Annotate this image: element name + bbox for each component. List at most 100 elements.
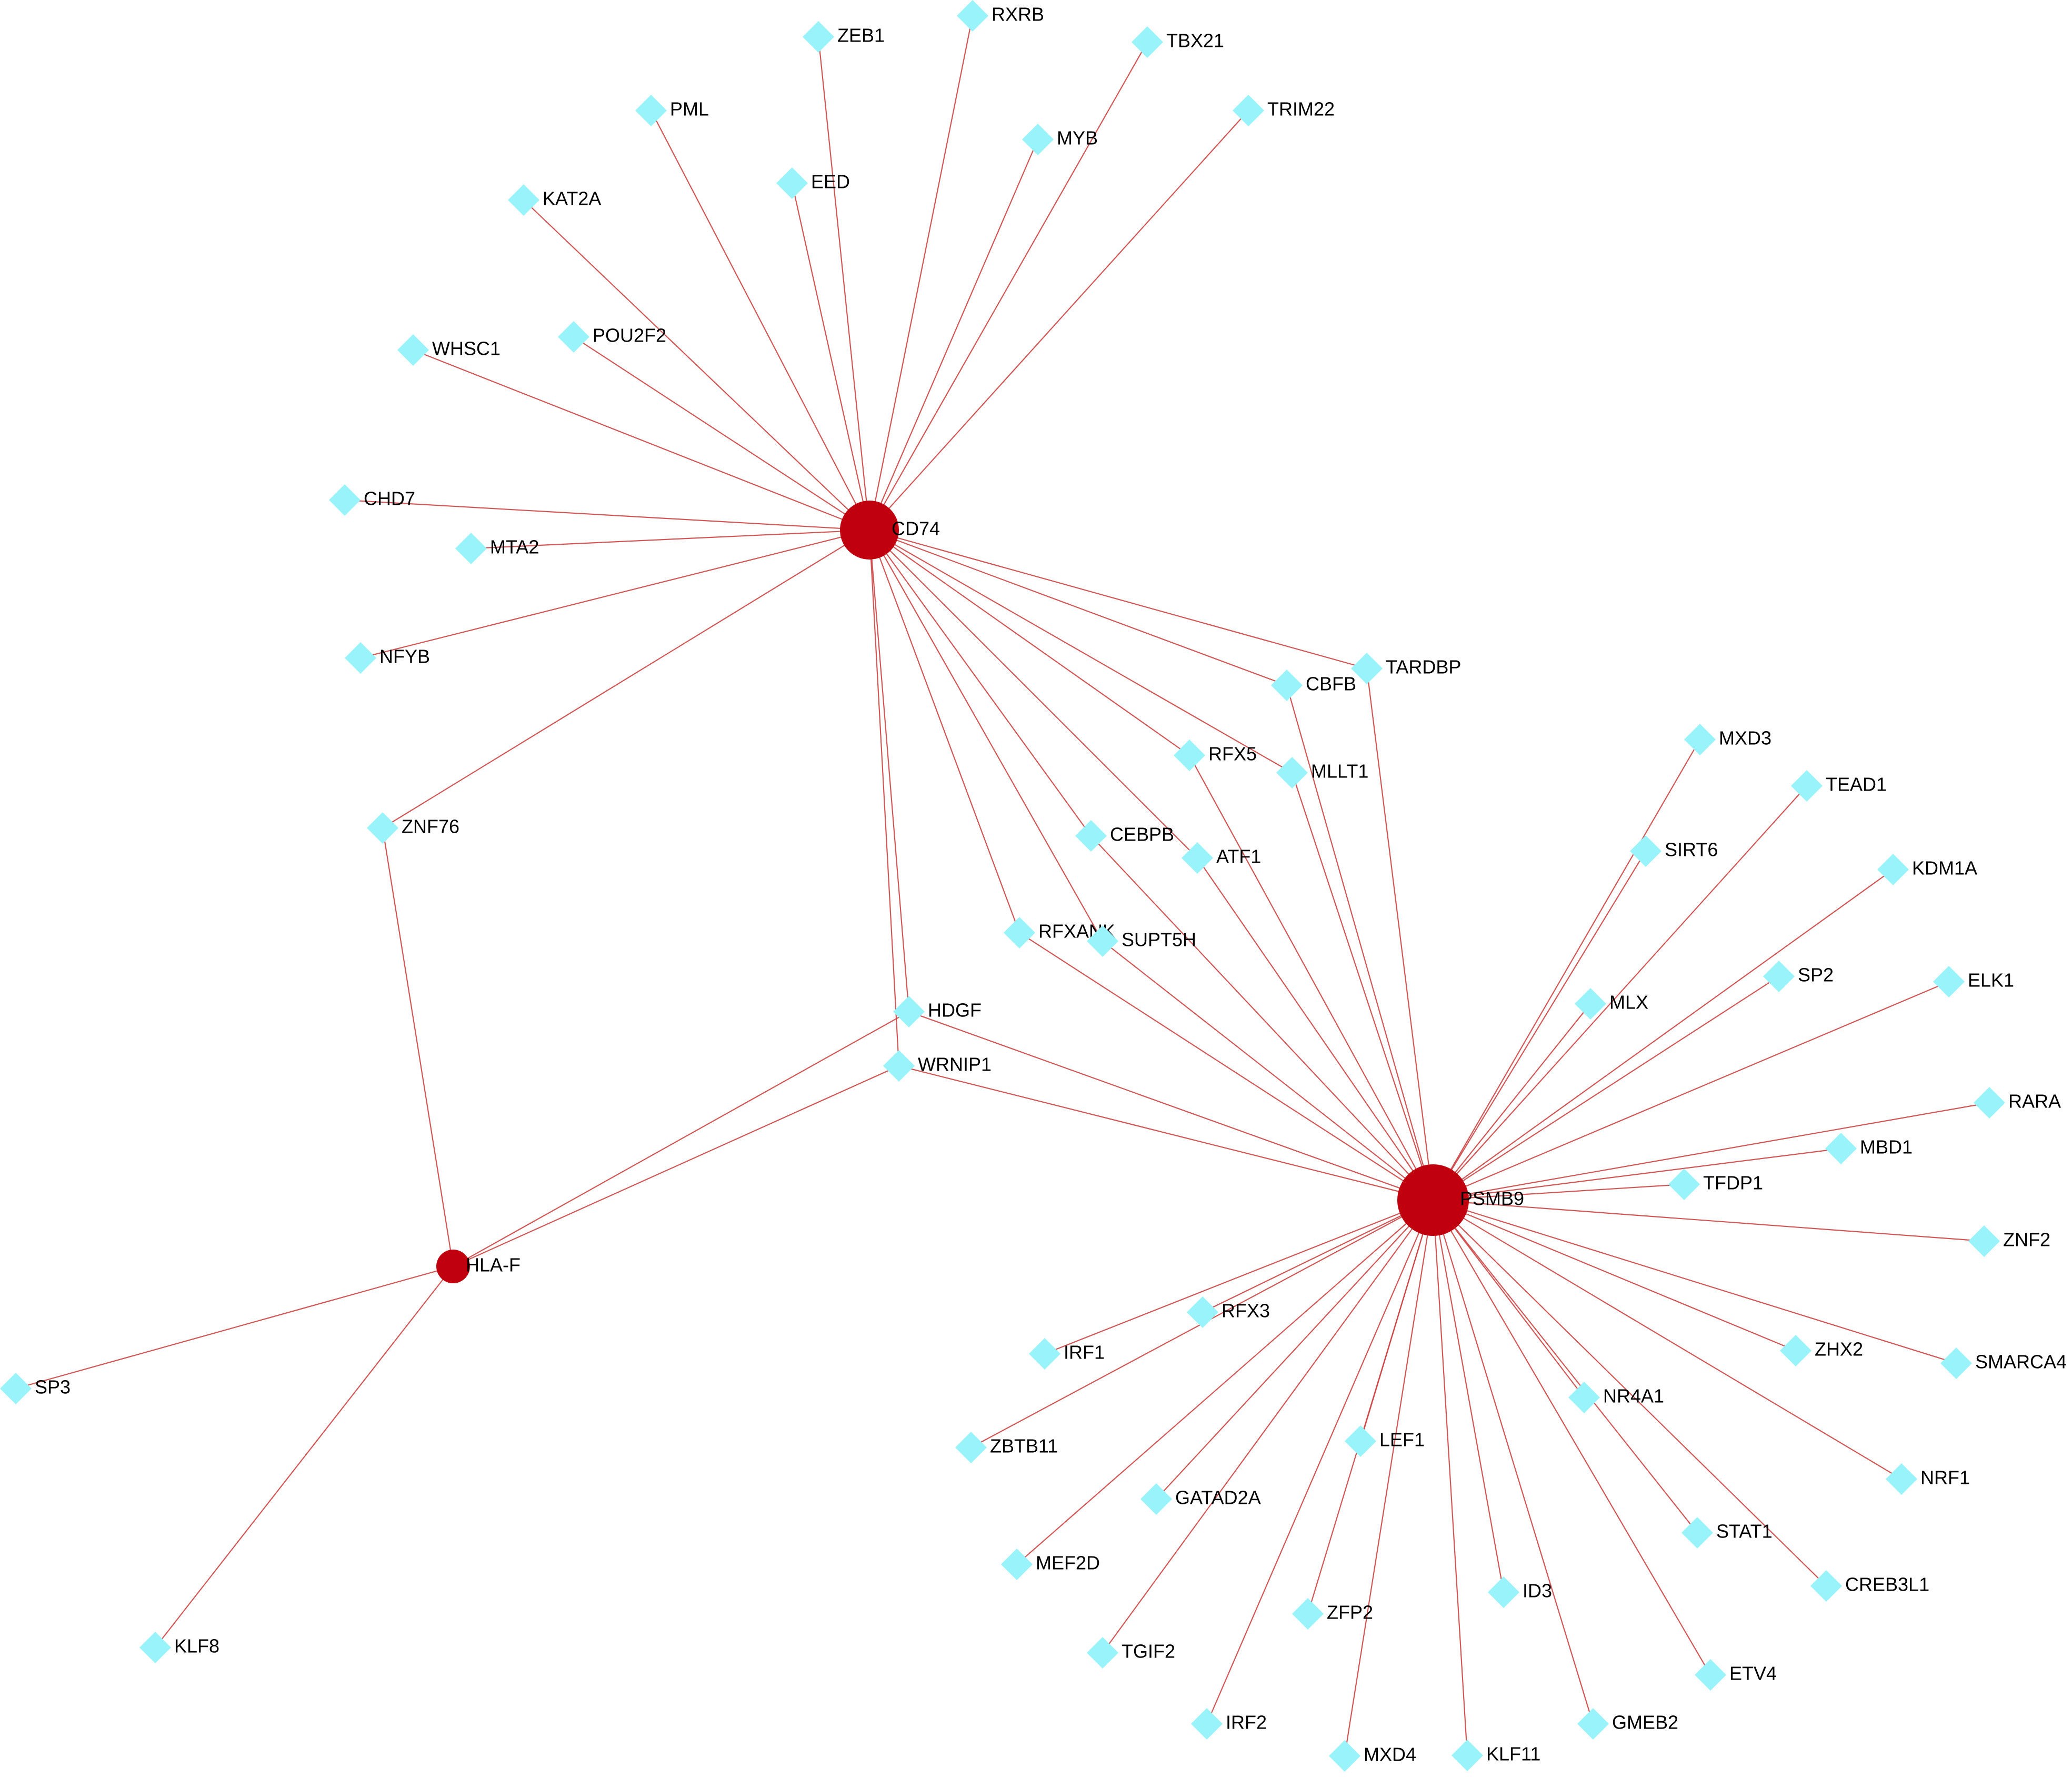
node-lef1[interactable]: LEF1 [1345,1425,1425,1457]
node-tfdp1[interactable]: TFDP1 [1668,1169,1763,1200]
node-nrf1[interactable]: NRF1 [1886,1463,1970,1495]
tf-node-diamond[interactable] [1488,1576,1519,1608]
tf-node-diamond[interactable] [1684,724,1716,755]
node-rara[interactable]: RARA [1974,1087,2061,1119]
tf-node-diamond[interactable] [1940,1347,1972,1379]
node-pou2f2[interactable]: POU2F2 [558,321,666,353]
node-kdm1a[interactable]: KDM1A [1877,854,1977,885]
tf-node-diamond[interactable] [1974,1087,2005,1119]
tf-node-diamond[interactable] [508,184,539,216]
node-cbfb[interactable]: CBFB [1271,670,1356,701]
tf-node-diamond[interactable] [1191,1708,1223,1740]
node-chd7[interactable]: CHD7 [329,484,415,516]
tf-node-diamond[interactable] [1695,1659,1726,1691]
node-wrnip1[interactable]: WRNIP1 [883,1050,992,1082]
tf-node-diamond[interactable] [1182,842,1213,874]
node-trim22[interactable]: TRIM22 [1233,95,1335,126]
tf-node-diamond[interactable] [1877,854,1909,885]
node-mef2d[interactable]: MEF2D [1001,1549,1100,1580]
tf-node-diamond[interactable] [1140,1483,1172,1515]
hub-node-circle[interactable] [436,1250,470,1283]
tf-node-diamond[interactable] [1271,670,1303,701]
node-klf11[interactable]: KLF11 [1452,1740,1540,1771]
tf-node-diamond[interactable] [1029,1338,1060,1370]
tf-node-diamond[interactable] [1968,1225,2000,1257]
node-eed[interactable]: EED [776,167,850,199]
node-rxrb[interactable]: RXRB [957,0,1044,32]
tf-node-diamond[interactable] [1087,1637,1118,1669]
node-nr4a1[interactable]: NR4A1 [1568,1382,1664,1413]
node-whsc1[interactable]: WHSC1 [397,334,501,366]
tf-node-diamond[interactable] [893,996,925,1027]
node-mllt1[interactable]: MLLT1 [1276,757,1368,788]
node-mbd1[interactable]: MBD1 [1825,1133,1913,1164]
tf-node-diamond[interactable] [1452,1740,1483,1771]
node-rfx3[interactable]: RFX3 [1187,1296,1270,1328]
tf-node-diamond[interactable] [1780,1335,1811,1366]
tf-node-diamond[interactable] [1276,757,1308,788]
tf-node-diamond[interactable] [1292,1598,1324,1630]
tf-node-diamond[interactable] [1022,124,1054,155]
node-mta2[interactable]: MTA2 [455,533,539,564]
hub-node-circle[interactable] [1397,1164,1469,1236]
tf-node-diamond[interactable] [367,812,398,844]
tf-node-diamond[interactable] [1791,770,1823,802]
node-mlx[interactable]: MLX [1575,988,1648,1020]
node-pml[interactable]: PML [635,95,709,126]
node-tardbp[interactable]: TARDBP [1351,653,1461,684]
tf-node-diamond[interactable] [558,321,589,353]
node-cebpb[interactable]: CEBPB [1075,820,1174,852]
node-etv4[interactable]: ETV4 [1695,1659,1777,1691]
node-sp2[interactable]: SP2 [1763,961,1834,992]
node-hdgf[interactable]: HDGF [893,996,982,1027]
tf-node-diamond[interactable] [1187,1296,1218,1328]
node-id3[interactable]: ID3 [1488,1576,1552,1608]
node-zeb1[interactable]: ZEB1 [803,21,885,53]
node-tbx21[interactable]: TBX21 [1132,26,1224,58]
node-tgif2[interactable]: TGIF2 [1087,1637,1175,1669]
node-mxd3[interactable]: MXD3 [1684,724,1771,755]
node-sp3[interactable]: SP3 [0,1373,71,1404]
tf-node-diamond[interactable] [1681,1517,1713,1549]
node-tead1[interactable]: TEAD1 [1791,770,1887,802]
node-myb[interactable]: MYB [1022,124,1098,155]
node-elk1[interactable]: ELK1 [1933,966,2014,997]
tf-node-diamond[interactable] [1668,1169,1700,1200]
tf-node-diamond[interactable] [1001,1549,1033,1580]
node-zfp2[interactable]: ZFP2 [1292,1598,1373,1630]
tf-node-diamond[interactable] [139,1632,171,1663]
tf-node-diamond[interactable] [803,21,834,53]
tf-node-diamond[interactable] [0,1373,32,1404]
tf-node-diamond[interactable] [1630,835,1661,867]
node-kat2a[interactable]: KAT2A [508,184,601,216]
node-creb3l1[interactable]: CREB3L1 [1810,1570,1929,1602]
node-smarca4[interactable]: SMARCA4 [1940,1347,2067,1379]
node-hla-f[interactable]: HLA-F [436,1250,520,1283]
tf-node-diamond[interactable] [1174,740,1205,771]
tf-node-diamond[interactable] [1577,1708,1609,1740]
node-mxd4[interactable]: MXD4 [1329,1740,1416,1772]
node-psmb9[interactable]: PSMB9 [1397,1164,1524,1236]
tf-node-diamond[interactable] [776,167,808,199]
node-atf1[interactable]: ATF1 [1182,842,1261,874]
tf-node-diamond[interactable] [1886,1463,1917,1495]
node-rfx5[interactable]: RFX5 [1174,740,1257,771]
tf-node-diamond[interactable] [1132,26,1163,58]
tf-node-diamond[interactable] [957,0,988,32]
tf-node-diamond[interactable] [1329,1740,1360,1772]
tf-node-diamond[interactable] [1763,961,1795,992]
node-znf2[interactable]: ZNF2 [1968,1225,2050,1257]
tf-node-diamond[interactable] [1075,820,1107,852]
node-znf76[interactable]: ZNF76 [367,812,459,844]
tf-node-diamond[interactable] [955,1432,987,1463]
tf-node-diamond[interactable] [1825,1133,1857,1164]
node-gatad2a[interactable]: GATAD2A [1140,1483,1261,1515]
node-supt5h[interactable]: SUPT5H [1087,925,1196,957]
tf-node-diamond[interactable] [329,484,361,516]
node-sirt6[interactable]: SIRT6 [1630,835,1718,867]
tf-node-diamond[interactable] [1233,95,1264,126]
node-zhx2[interactable]: ZHX2 [1780,1335,1863,1366]
hub-node-circle[interactable] [840,501,899,560]
tf-node-diamond[interactable] [345,642,376,674]
tf-node-diamond[interactable] [397,334,429,366]
